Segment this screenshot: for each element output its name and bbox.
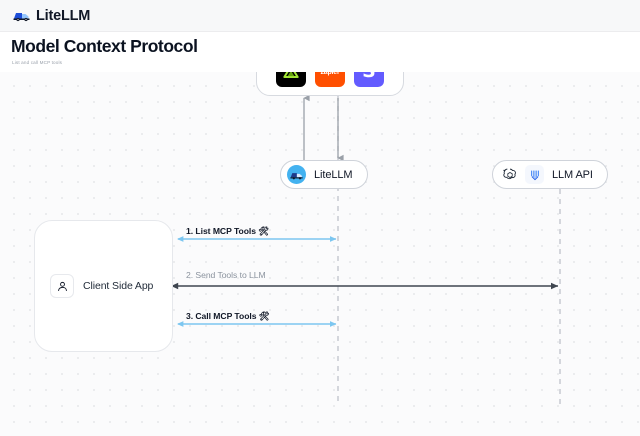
zapier-tool-label: zapier — [320, 72, 340, 76]
edge-3-label: 3. Call MCP Tools 🛠 — [186, 311, 270, 322]
person-icon — [50, 274, 74, 298]
llm-api-node-label: LLM API — [552, 168, 593, 181]
client-side-app-label: Client Side App — [83, 280, 154, 292]
litellm-truck-logo-icon — [13, 9, 30, 22]
zapier-tool-icon[interactable]: zapier — [315, 72, 345, 87]
brand-logo[interactable]: LiteLLM — [13, 8, 90, 24]
tools-emoji-icon-2: 🛠 — [258, 312, 270, 322]
litellm-node-label: LiteLLM — [314, 168, 353, 181]
diagram-connectors — [171, 94, 561, 406]
page-heading-block: Model Context Protocol List and call MCP… — [11, 32, 431, 66]
client-side-app-node[interactable]: Client Side App — [34, 220, 173, 352]
slack-tool-label: S — [362, 72, 376, 81]
tools-emoji-icon: 🛠 — [258, 227, 270, 237]
linear-tool-icon[interactable] — [276, 72, 306, 87]
litellm-logo-icon — [287, 165, 306, 184]
brand-name: LiteLLM — [36, 7, 91, 24]
page-title: Model Context Protocol — [11, 36, 198, 56]
edge-2-text: 2. Send Tools to LLM — [186, 270, 266, 280]
llm-api-node[interactable]: LLM API — [492, 160, 608, 189]
anthropic-icon — [525, 165, 544, 184]
slack-tool-icon[interactable]: S — [354, 72, 384, 87]
edge-3-text: 3. Call MCP Tools — [186, 311, 257, 321]
diagram-canvas: MCP Tools zapier S LiteLLM — [0, 72, 640, 436]
openai-icon — [500, 165, 519, 184]
page-subtitle: List and call MCP tools — [12, 60, 63, 65]
edge-2-label: 2. Send Tools to LLM — [186, 270, 266, 280]
app-topbar: LiteLLM — [0, 0, 640, 32]
mcp-tools-node[interactable]: zapier S — [256, 72, 404, 96]
edge-1-text: 1. List MCP Tools — [186, 226, 256, 236]
edge-1-label: 1. List MCP Tools 🛠 — [186, 226, 269, 237]
litellm-node[interactable]: LiteLLM — [280, 160, 369, 189]
